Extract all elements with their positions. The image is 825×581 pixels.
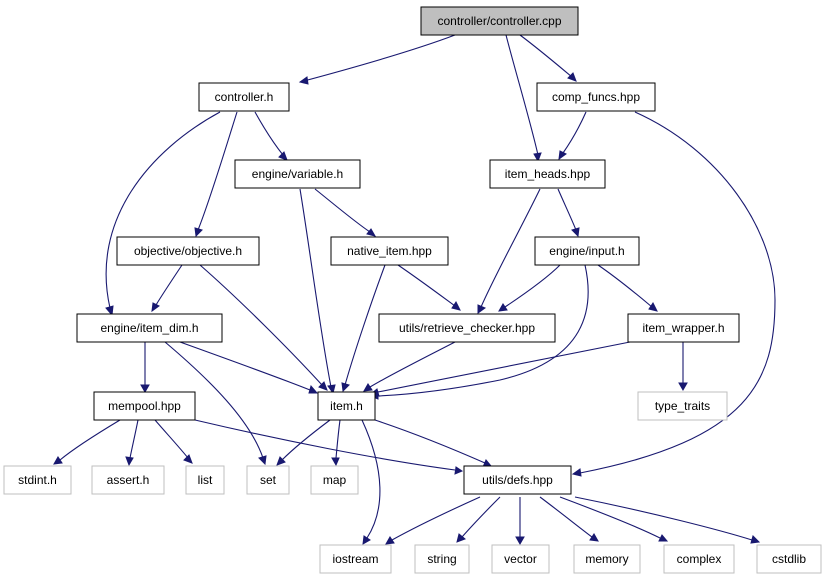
edge-item-h-to-iostream (361, 419, 381, 545)
node-label: set (260, 473, 277, 487)
edge-controller-h-to-objective (194, 111, 238, 238)
edge-native-item-to-retrieve (397, 264, 461, 311)
edge-variable-to-native-item (314, 188, 377, 237)
node-iostream[interactable]: iostream (319, 544, 392, 574)
edge-mempool-to-list (154, 419, 193, 464)
edge-item-dim-to-mempool (140, 342, 150, 394)
edge-objective-to-item-dim (151, 264, 183, 313)
node-label: controller/controller.cpp (437, 14, 561, 28)
edge-mempool-to-assert (125, 419, 139, 467)
node-assert[interactable]: assert.h (91, 465, 165, 495)
node-label: stdint.h (18, 473, 57, 487)
edge-item-wrapper-to-type-traits (678, 341, 688, 392)
node-item-dim[interactable]: engine/item_dim.h (76, 313, 223, 343)
node-cstdlib[interactable]: cstdlib (756, 544, 822, 574)
edge-controller-cpp-to-controller-h (298, 34, 456, 85)
node-mempool[interactable]: mempool.hpp (93, 391, 196, 421)
node-native-item[interactable]: native_item.hpp (330, 236, 449, 266)
edge-comp-funcs-to-item-heads (558, 111, 587, 161)
node-label: complex (677, 552, 722, 566)
edge-defs-to-iostream (385, 496, 481, 545)
node-label: memory (585, 552, 628, 566)
edge-mempool-to-defs (194, 419, 464, 475)
node-label: engine/variable.h (252, 167, 343, 181)
node-label: item_wrapper.h (642, 321, 724, 335)
node-list[interactable]: list (185, 465, 225, 495)
node-label: objective/objective.h (134, 244, 242, 258)
node-label: cstdlib (772, 552, 806, 566)
node-label: map (323, 473, 347, 487)
node-label: string (427, 552, 456, 566)
edge-native-item-to-item-h (341, 264, 386, 393)
node-objective-h[interactable]: objective/objective.h (116, 236, 260, 266)
edge-item-dim-to-set (164, 341, 267, 466)
node-label: engine/input.h (549, 244, 624, 258)
edge-item-heads-to-input (557, 188, 580, 238)
node-label: native_item.hpp (347, 244, 432, 258)
edge-defs-to-memory (539, 496, 599, 542)
node-label: vector (504, 552, 537, 566)
node-label: list (198, 473, 213, 487)
node-memory[interactable]: memory (573, 544, 641, 574)
node-label: item_heads.hpp (505, 167, 591, 181)
node-label: mempool.hpp (108, 399, 181, 413)
edge-objective-to-item-h (199, 264, 328, 391)
edge-defs-to-complex (559, 496, 669, 542)
node-label: assert.h (107, 473, 150, 487)
edge-item-h-to-set (276, 419, 331, 466)
node-string[interactable]: string (414, 544, 470, 574)
edge-variable-to-item-h (299, 188, 336, 395)
node-item-wrapper[interactable]: item_wrapper.h (627, 313, 740, 343)
edge-mempool-to-stdint (53, 419, 121, 465)
node-label: iostream (332, 552, 378, 566)
node-controller-h[interactable]: controller.h (198, 82, 290, 112)
node-set[interactable]: set (246, 465, 290, 495)
node-item-h[interactable]: item.h (317, 391, 376, 421)
edge-item-h-to-defs (374, 419, 492, 468)
edge-defs-to-cstdlib (574, 496, 761, 544)
node-label: engine/item_dim.h (100, 321, 198, 335)
edge-item-dim-to-item-h (179, 341, 319, 394)
edge-retrieve-to-item-h (363, 341, 456, 392)
node-label: type_traits (655, 399, 710, 413)
edge-defs-to-string (456, 496, 501, 543)
edge-input-to-item-wrapper (597, 264, 658, 312)
edge-controller-h-to-item-dim (105, 111, 221, 317)
edge-defs-to-vector (515, 497, 525, 546)
node-comp-funcs[interactable]: comp_funcs.hpp (536, 82, 656, 112)
edge-controller-h-to-variable (254, 111, 288, 161)
node-label: comp_funcs.hpp (552, 90, 640, 104)
edge-input-to-retrieve (498, 264, 561, 312)
edge-item-h-to-map (331, 419, 341, 467)
node-label: utils/defs.hpp (482, 473, 553, 487)
node-input-h[interactable]: engine/input.h (534, 236, 640, 266)
node-retrieve-checker[interactable]: utils/retrieve_checker.hpp (378, 313, 556, 343)
node-controller-cpp[interactable]: controller/controller.cpp (420, 6, 579, 36)
node-label: item.h (330, 399, 363, 413)
node-complex[interactable]: complex (663, 544, 735, 574)
node-label: utils/retrieve_checker.hpp (399, 321, 535, 335)
node-defs[interactable]: utils/defs.hpp (463, 465, 572, 495)
node-label: controller.h (215, 90, 274, 104)
edge-item-wrapper-to-item-h (369, 341, 631, 397)
edge-item-heads-to-retrieve (477, 188, 541, 314)
node-item-heads[interactable]: item_heads.hpp (489, 159, 606, 189)
node-map[interactable]: map (310, 465, 359, 495)
edge-controller-cpp-to-comp-funcs (519, 34, 577, 82)
node-vector[interactable]: vector (491, 544, 550, 574)
node-type-traits[interactable]: type_traits (637, 391, 728, 421)
node-variable-h[interactable]: engine/variable.h (234, 159, 361, 189)
node-stdint[interactable]: stdint.h (3, 465, 72, 495)
edge-controller-cpp-to-item-heads (505, 34, 542, 163)
edge-comp-funcs-to-defs (571, 111, 776, 477)
